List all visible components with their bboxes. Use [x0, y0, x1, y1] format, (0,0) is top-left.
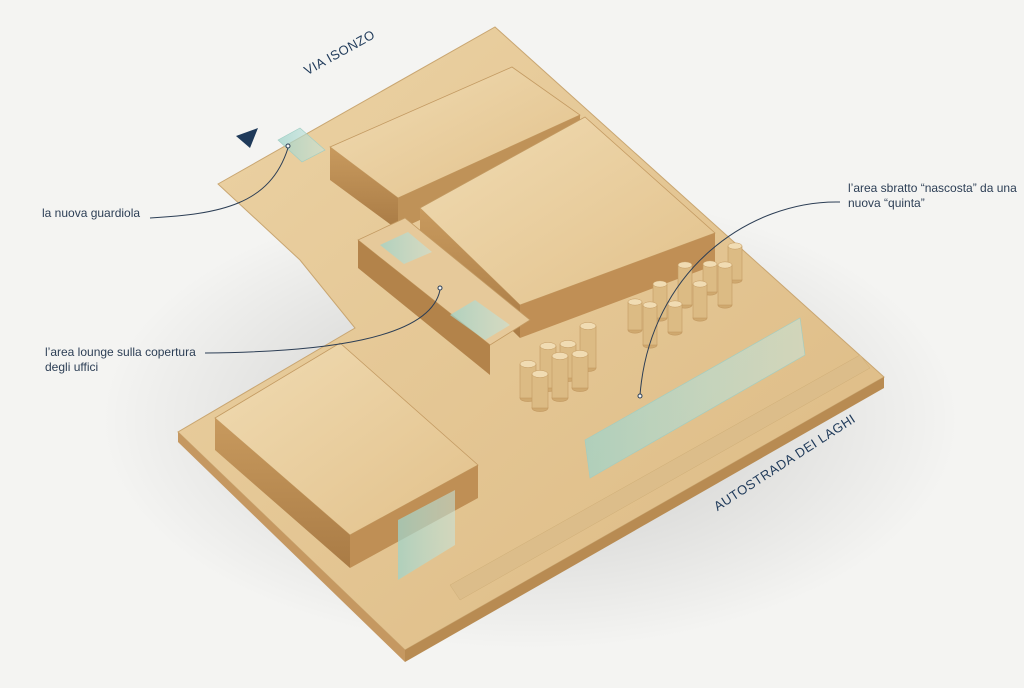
silo-cylinder — [667, 300, 683, 336]
glass-volume-roof — [450, 300, 510, 340]
silo-cylinder — [531, 370, 549, 412]
silo-cylinder — [551, 352, 569, 402]
glass-fence-south — [398, 490, 455, 580]
annotation-sbratto-line-1: l’area sbratto “nascosta” da una — [848, 181, 1017, 195]
site-base-edge — [405, 377, 884, 662]
silo-cylinder — [627, 298, 643, 334]
annotation-lounge-line-1: l’area lounge sulla copertura — [45, 345, 196, 359]
site-base-edge-left — [178, 432, 405, 662]
leader-guardiola-dot — [285, 143, 291, 149]
annotation-guardiola: la nuova guardiola — [42, 206, 140, 221]
offices-wing — [357, 217, 531, 375]
annotation-guardiola-line-1: la nuova guardiola — [42, 206, 141, 220]
annotation-lounge-line-2: degli uffici — [45, 360, 99, 374]
silo-cylinder — [642, 301, 658, 349]
leader-lounge — [204, 289, 441, 354]
glass-screen-quinta — [584, 317, 806, 479]
glass-volume-lounge — [380, 232, 432, 264]
silos-west — [519, 322, 597, 412]
silo-cylinder — [717, 261, 733, 309]
silo-cylinder — [692, 280, 708, 322]
annotation-sbratto: l’area sbratto “nascosta” da una nuova “… — [848, 181, 1017, 211]
silos-east — [627, 242, 743, 349]
annotation-lounge: l’area lounge sulla copertura degli uffi… — [45, 345, 196, 375]
road-strip — [449, 354, 871, 601]
guardhouse-glass — [277, 127, 326, 163]
leader-lines — [149, 143, 841, 399]
annotation-sbratto-line-2: nuova “quinta” — [848, 196, 925, 210]
leader-guardiola — [149, 147, 289, 219]
leader-lounge-dot — [437, 285, 443, 291]
silo-cylinder — [677, 261, 693, 309]
leader-sbratto-dot — [637, 393, 643, 399]
leader-sbratto — [639, 201, 841, 396]
triangle-arrow-icon — [236, 128, 258, 148]
silo-cylinder — [571, 350, 589, 392]
